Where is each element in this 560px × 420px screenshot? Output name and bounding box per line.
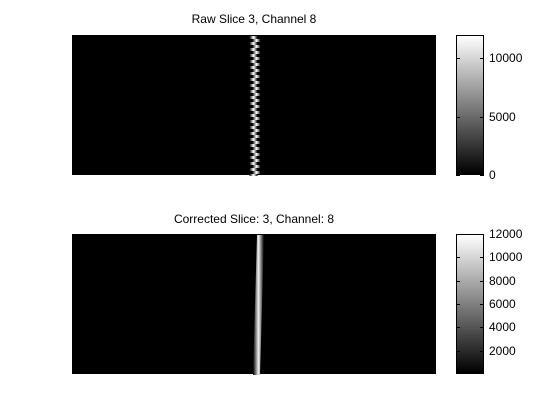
bright-line-segment	[249, 144, 258, 147]
bright-line-segment	[249, 126, 258, 129]
colorbar-raw-gradient	[456, 35, 484, 175]
bright-line-segment	[252, 117, 261, 120]
bright-line-segment	[249, 120, 258, 123]
bright-line-corrected	[253, 235, 264, 375]
bright-line-raw	[249, 36, 261, 177]
bright-line-segment	[249, 78, 258, 81]
heatmap-corrected	[72, 234, 436, 375]
bright-line-segment	[252, 87, 261, 90]
bright-line-segment	[252, 171, 261, 174]
bright-line-segment	[252, 51, 261, 54]
bright-line-segment	[249, 96, 258, 99]
bright-line-segment	[252, 159, 261, 162]
bright-line-segment	[252, 39, 261, 42]
bright-line-segment	[252, 141, 261, 144]
bright-line-segment	[249, 60, 258, 63]
colorbar-tick-label: 10000	[489, 51, 523, 66]
bright-line-segment	[252, 111, 261, 114]
bright-line-segment	[252, 153, 261, 156]
panel-title-corrected: Corrected Slice: 3, Channel: 8	[173, 212, 335, 226]
bright-line-segment	[252, 81, 261, 84]
bright-line-segment	[249, 138, 258, 141]
colorbar-tick-label: 5000	[489, 109, 516, 124]
bright-line-segment	[249, 48, 258, 51]
bright-line-segment	[252, 135, 261, 138]
colorbar-raw: 0 5000 10000	[456, 35, 522, 182]
bright-line-segment	[252, 147, 261, 150]
bright-line-segment	[252, 45, 261, 48]
bright-line-segment	[249, 132, 258, 135]
bright-line-segment	[252, 93, 261, 96]
bright-line-segment	[252, 57, 261, 60]
bright-line-segment	[252, 165, 261, 168]
heatmap-corrected-image	[253, 235, 264, 375]
bright-line-segment	[249, 90, 258, 93]
bright-line-segment	[249, 102, 258, 105]
bright-line-segment	[249, 150, 258, 153]
bright-line-segment	[252, 99, 261, 102]
heatmap-raw-image	[249, 36, 261, 177]
bright-line-segment	[249, 162, 258, 165]
colorbar-tick-label: 10000	[489, 250, 523, 265]
bright-line-segment	[249, 168, 258, 171]
colorbar-tick-label: 8000	[489, 273, 516, 288]
bright-line-segment	[249, 174, 258, 177]
bright-line-segment	[252, 69, 261, 72]
colorbar-tick-label: 4000	[489, 320, 516, 335]
colorbar-tick-label: 6000	[489, 297, 516, 311]
bright-line-segment	[249, 108, 258, 111]
bright-line-segment	[252, 105, 261, 108]
bright-line-segment	[249, 42, 258, 45]
bright-line-segment	[249, 54, 258, 57]
heatmap-raw	[72, 35, 436, 177]
panel-title-raw: Raw Slice 3, Channel 8	[191, 12, 317, 26]
bright-line-segment	[249, 66, 258, 69]
bright-line-segment	[252, 75, 261, 78]
colorbar-tick-label: 12000	[489, 227, 523, 241]
bright-line-segment	[252, 63, 261, 66]
colorbar-corrected: 2000 4000 6000 8000 10000 12000	[456, 227, 522, 374]
bright-line-segment	[249, 114, 258, 117]
bright-line-segment	[249, 156, 258, 159]
bright-line-segment	[249, 72, 258, 75]
bright-line-segment	[249, 36, 258, 39]
colorbar-tick-label: 0	[489, 168, 496, 182]
bright-line-segment	[249, 84, 258, 87]
colorbar-tick-label: 2000	[489, 343, 516, 358]
bright-line-segment	[252, 123, 261, 126]
bright-line-segment	[252, 129, 261, 132]
